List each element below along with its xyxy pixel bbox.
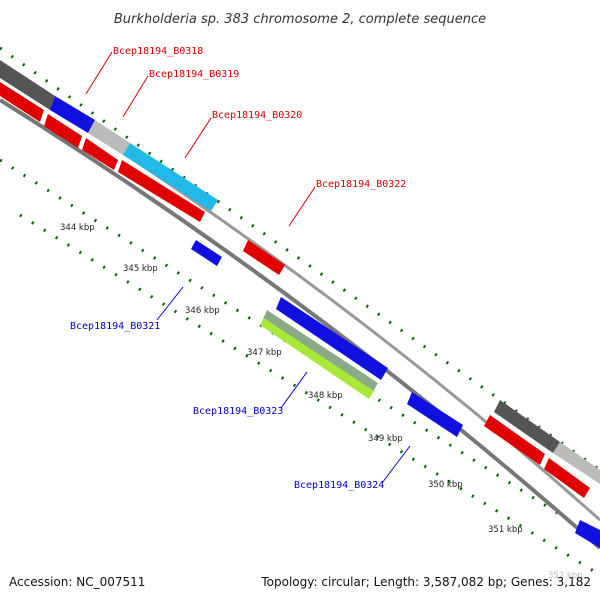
gene-blue-4[interactable]	[407, 392, 463, 437]
inner-dotted-track-2	[19, 213, 600, 577]
gene-red-7[interactable]	[544, 458, 590, 498]
gene-blue-5[interactable]	[575, 520, 600, 548]
gene-label-b0320[interactable]: Bcep18194_B0320	[212, 110, 302, 121]
leader-line	[280, 371, 308, 409]
gene-red-2[interactable]	[44, 114, 82, 148]
tick-label: 349 kbp	[368, 434, 403, 444]
gene-label-b0322[interactable]: Bcep18194_B0322	[316, 179, 406, 190]
gene-grey-2[interactable]	[494, 400, 560, 453]
gene-label-b0323[interactable]: Bcep18194_B0323	[193, 406, 283, 417]
gene-blue-1[interactable]	[50, 96, 95, 133]
leader-line	[122, 75, 149, 118]
leader-line	[381, 445, 411, 484]
reverse-gene-labels: Bcep18194_B0321 Bcep18194_B0323 Bcep1819…	[70, 286, 411, 491]
gene-green-1[interactable]	[260, 318, 374, 399]
reverse-genes	[191, 240, 600, 548]
gene-blue-3[interactable]	[276, 297, 388, 380]
accession-text: Accession: NC_007511	[9, 575, 145, 589]
tick-label: 345 kbp	[123, 264, 158, 274]
gene-red-5[interactable]	[243, 240, 285, 275]
backbone-inner	[0, 98, 600, 550]
leader-line	[288, 186, 316, 227]
tick-labels: 344 kbp 345 kbp 346 kbp 347 kbp 348 kbp …	[60, 223, 583, 581]
gene-label-b0324[interactable]: Bcep18194_B0324	[294, 480, 384, 491]
leader-line	[85, 51, 113, 95]
gene-blue-2[interactable]	[191, 240, 222, 266]
map-title: Burkholderia sp. 383 chromosome 2, compl…	[114, 12, 486, 27]
gene-label-b0321[interactable]: Bcep18194_B0321	[70, 321, 160, 332]
gene-label-b0318[interactable]: Bcep18194_B0318	[113, 46, 203, 57]
gene-red-6[interactable]	[484, 415, 545, 465]
tick-label: 350 kbp	[428, 480, 463, 490]
tick-label: 346 kbp	[185, 306, 220, 316]
gene-grey-1[interactable]	[0, 60, 55, 110]
forward-genes-right	[484, 400, 600, 498]
gene-lightgrey-1[interactable]	[88, 120, 130, 155]
gene-grey-3[interactable]	[263, 310, 378, 392]
leader-line	[184, 117, 212, 159]
topology-text: Topology: circular; Length: 3,587,082 bp…	[260, 575, 591, 589]
gene-lightgrey-2[interactable]	[553, 442, 600, 484]
tick-label: 347 kbp	[247, 348, 282, 358]
gene-label-b0319[interactable]: Bcep18194_B0319	[149, 69, 239, 80]
gene-cyan-1[interactable]	[123, 143, 218, 211]
gene-red-1[interactable]	[0, 82, 44, 122]
tick-label: 348 kbp	[308, 391, 343, 401]
forward-genes	[0, 60, 285, 275]
gene-red-4[interactable]	[118, 160, 205, 222]
forward-gene-labels: Bcep18194_B0318 Bcep18194_B0319 Bcep1819…	[85, 46, 406, 227]
tick-label: 351 kbp	[488, 525, 523, 535]
tick-label: 344 kbp	[60, 223, 95, 233]
leader-line	[156, 286, 184, 321]
tick-label: 352 kbp	[548, 571, 583, 581]
gene-red-3[interactable]	[82, 138, 118, 170]
